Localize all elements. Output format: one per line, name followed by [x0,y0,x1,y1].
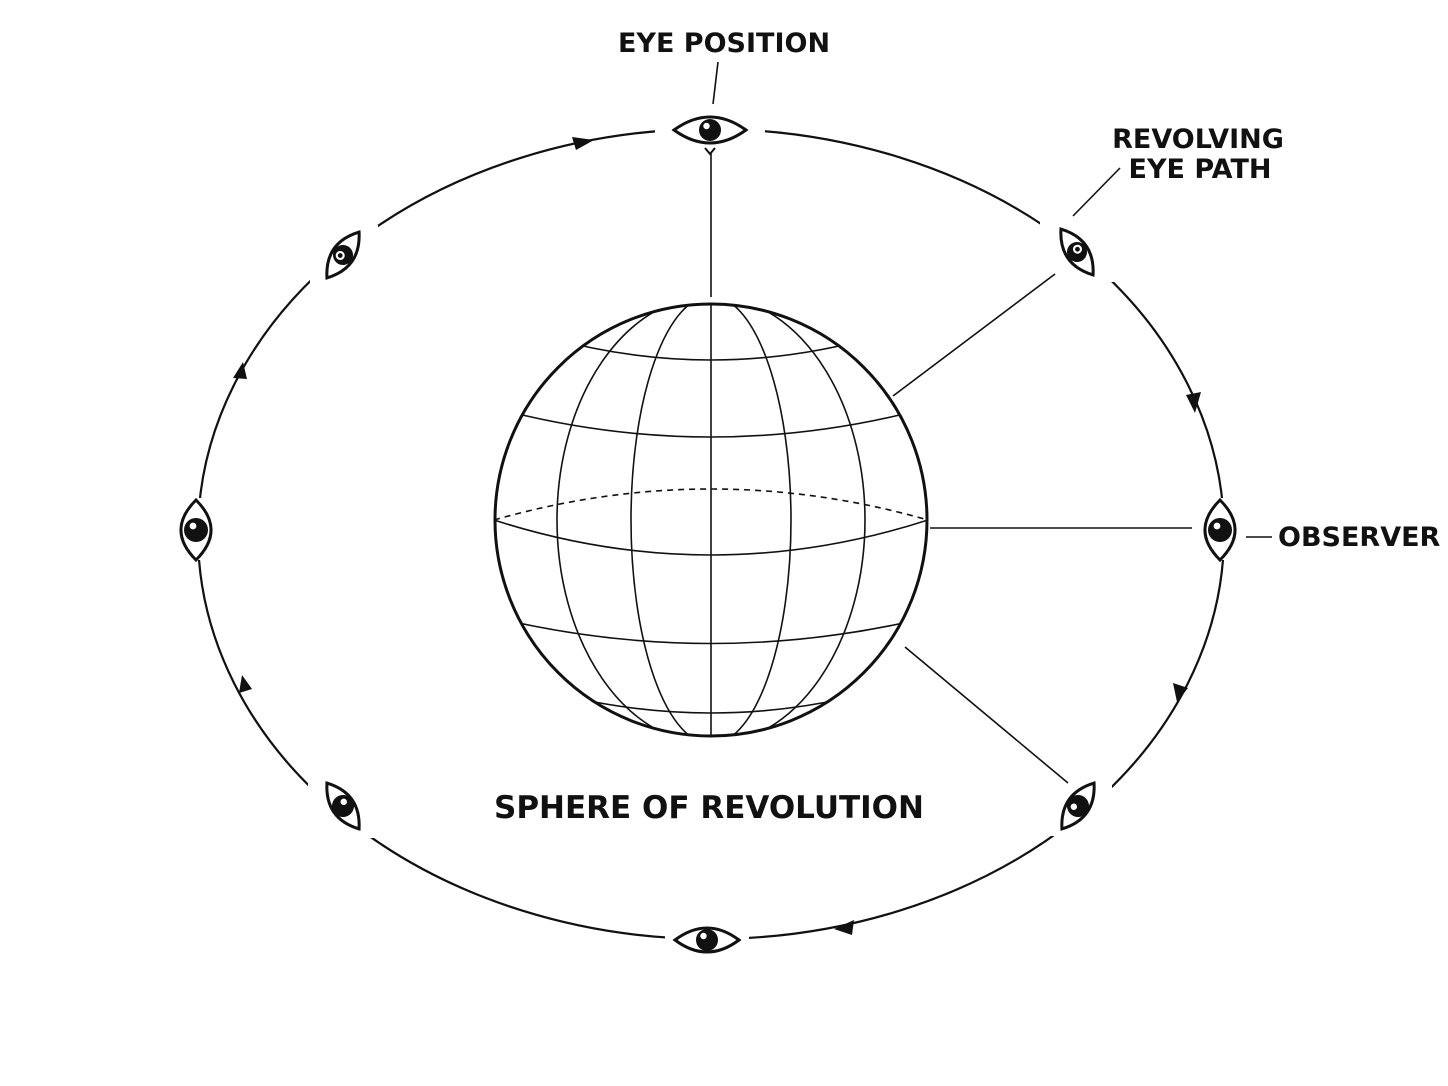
eye-lower-right [1060,781,1096,831]
eye-observer [1203,497,1237,563]
meridian-outer [556,304,866,736]
label-sphere-of-revolution: SPHERE OF REVOLUTION [494,790,924,826]
label-revolving-line2: EYE PATH [1129,154,1272,185]
parallel-4 [513,621,909,645]
leader-eye-position [712,61,719,105]
eye-upper-left [325,230,361,280]
sight-line-upper-right [892,273,1056,397]
label-observer: OBSERVER [1278,522,1441,553]
arrow-right-upper [1186,392,1201,413]
eye-top [671,115,749,156]
eye-upper-right [1059,227,1095,277]
sight-lines [710,152,1192,784]
eye-bottom [672,926,742,954]
orbit-arrows [233,137,1201,935]
equator-front [495,519,927,556]
sight-line-lower-right [904,646,1069,784]
parallel-1 [539,334,883,361]
equator-back [495,488,927,521]
arrow-left-lower [239,675,252,693]
leader-revolving-eye-path [1072,167,1121,217]
label-revolving-line1: REVOLVING [1112,124,1284,155]
eye-left [179,497,213,563]
eye-lower-left [325,781,361,831]
parallel-2 [509,411,913,438]
parallel-5 [574,697,848,714]
arrow-bottom-right [834,920,854,935]
globe-outline [493,302,929,738]
globe [493,302,929,738]
meridian-inner [630,304,792,736]
arrow-left-upper [233,362,247,379]
arrow-right-lower [1173,683,1188,702]
arrow-top-left [572,137,594,150]
label-eye-position: EYE POSITION [618,28,830,59]
